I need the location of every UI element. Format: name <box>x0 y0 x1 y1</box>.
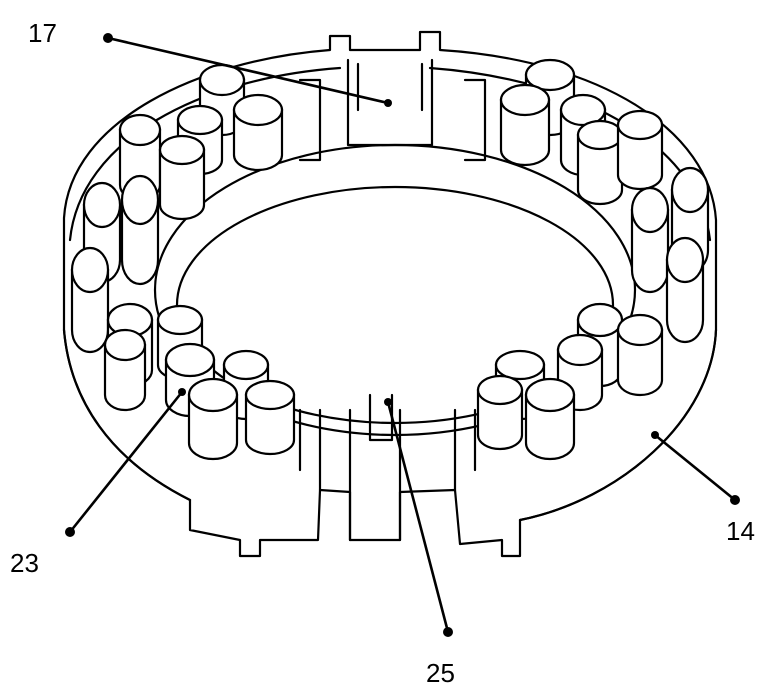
cylinder-26 <box>556 333 604 412</box>
cylinder-22 <box>630 186 670 294</box>
leader-23 <box>68 391 184 533</box>
cylinder-17 <box>499 83 551 167</box>
channel-left-bottom <box>298 408 322 492</box>
cylinder-2 <box>232 93 284 172</box>
leader-25 <box>386 401 450 633</box>
top-slot <box>346 58 434 147</box>
cylinder-29 <box>476 374 524 451</box>
cylinder-14 <box>187 377 239 461</box>
label-25: 25 <box>426 658 455 688</box>
ring-outer-rim <box>62 30 718 558</box>
leader-14-end <box>651 431 659 439</box>
cylinder-array <box>70 58 710 461</box>
cylinder-5 <box>158 134 206 221</box>
cylinder-23 <box>665 236 705 344</box>
leader-23-dot <box>65 527 75 537</box>
leader-14 <box>654 433 736 502</box>
ring-lower-edge <box>62 328 192 502</box>
cylinder-15 <box>244 379 296 456</box>
cylinder-19 <box>576 119 624 206</box>
cylinder-20 <box>616 109 664 191</box>
ring-lower-edge-right <box>518 328 718 522</box>
cylinder-7 <box>120 174 160 286</box>
channel-left-top <box>298 78 322 162</box>
leader-17 <box>107 36 389 105</box>
cylinder-28 <box>524 377 576 461</box>
cylinder-8 <box>70 246 110 354</box>
label-17: 17 <box>28 18 57 48</box>
channel-right-bottom <box>453 408 477 492</box>
cylinder-10 <box>103 328 147 412</box>
leader-25-end <box>384 398 392 406</box>
leader-14-dot <box>730 495 740 505</box>
channel-right-top <box>463 78 487 162</box>
leader-17-end <box>384 99 392 107</box>
inner-bore-lower <box>175 185 615 425</box>
leader-25-dot <box>443 627 453 637</box>
cylinder-25 <box>616 313 664 397</box>
leader-23-end <box>178 388 186 396</box>
label-14: 14 <box>726 516 755 546</box>
label-23: 23 <box>10 548 39 578</box>
leader-17-dot <box>103 33 113 43</box>
